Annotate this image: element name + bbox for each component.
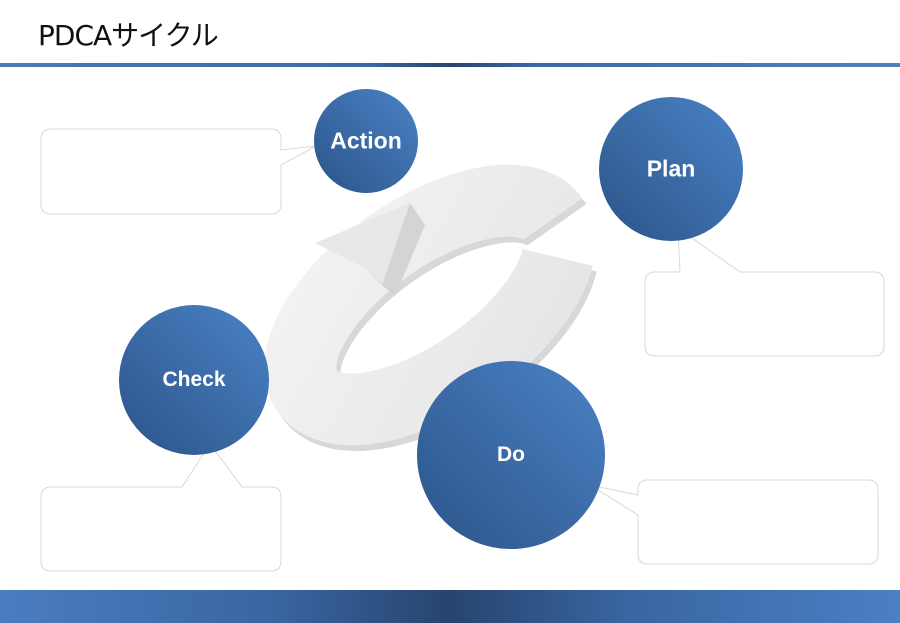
plan-callout (644, 226, 885, 357)
plan-circle (599, 97, 743, 241)
do-circle (417, 361, 605, 549)
check-circle (119, 305, 269, 455)
title-divider (0, 63, 900, 67)
check-label: Check (162, 368, 226, 391)
action-callout (40, 128, 317, 215)
action-label: Action (330, 127, 402, 154)
do-callout (589, 479, 879, 565)
plan-label: Plan (646, 155, 696, 182)
footer-bar (0, 590, 900, 623)
action-circle (314, 89, 418, 193)
check-callout (40, 443, 282, 572)
slide-title: PDCAサイクル (38, 19, 219, 52)
do-label: Do (497, 443, 525, 466)
